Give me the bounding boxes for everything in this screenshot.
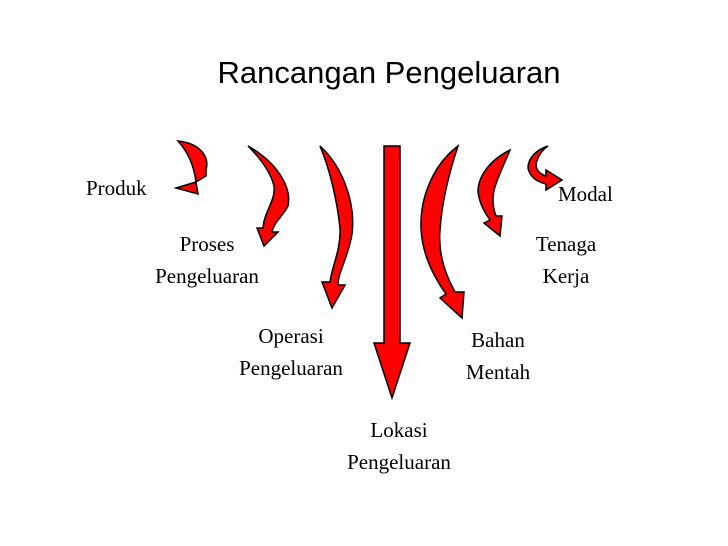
- node-tenaga-line-2: Kerja: [542, 264, 590, 288]
- node-bahan: Bahan Mentah: [448, 324, 548, 388]
- node-proses-line-1: Proses: [179, 232, 235, 256]
- arrow-lokasi: [372, 145, 412, 401]
- node-proses-line-2: Pengeluaran: [155, 264, 259, 288]
- arrow-proses: [247, 145, 290, 248]
- node-operasi-line-2: Pengeluaran: [239, 356, 343, 380]
- node-bahan-line-1: Bahan: [471, 328, 525, 352]
- node-lokasi-line-2: Pengeluaran: [347, 450, 451, 474]
- arrow-modal: [527, 145, 564, 192]
- node-lokasi: Lokasi Pengeluaran: [326, 414, 472, 478]
- node-produk: Produk: [86, 172, 147, 204]
- node-operasi-line-1: Operasi: [258, 324, 324, 348]
- node-tenaga-line-1: Tenaga: [535, 232, 597, 256]
- arrow-bahan: [420, 143, 465, 320]
- node-operasi: Operasi Pengeluaran: [218, 320, 364, 384]
- node-produk-line-1: Produk: [86, 176, 147, 200]
- node-lokasi-line-1: Lokasi: [370, 418, 428, 442]
- arrow-produk: [173, 140, 208, 196]
- diagram-title: Rancangan Pengeluaran: [217, 55, 561, 90]
- arrow-tenaga: [477, 148, 512, 238]
- node-tenaga: Tenaga Kerja: [516, 228, 616, 292]
- arrow-operasi: [319, 145, 354, 310]
- node-modal-line-1: Modal: [558, 182, 613, 206]
- node-bahan-line-2: Mentah: [465, 360, 531, 384]
- node-modal: Modal: [558, 178, 613, 210]
- node-proses: Proses Pengeluaran: [134, 228, 280, 292]
